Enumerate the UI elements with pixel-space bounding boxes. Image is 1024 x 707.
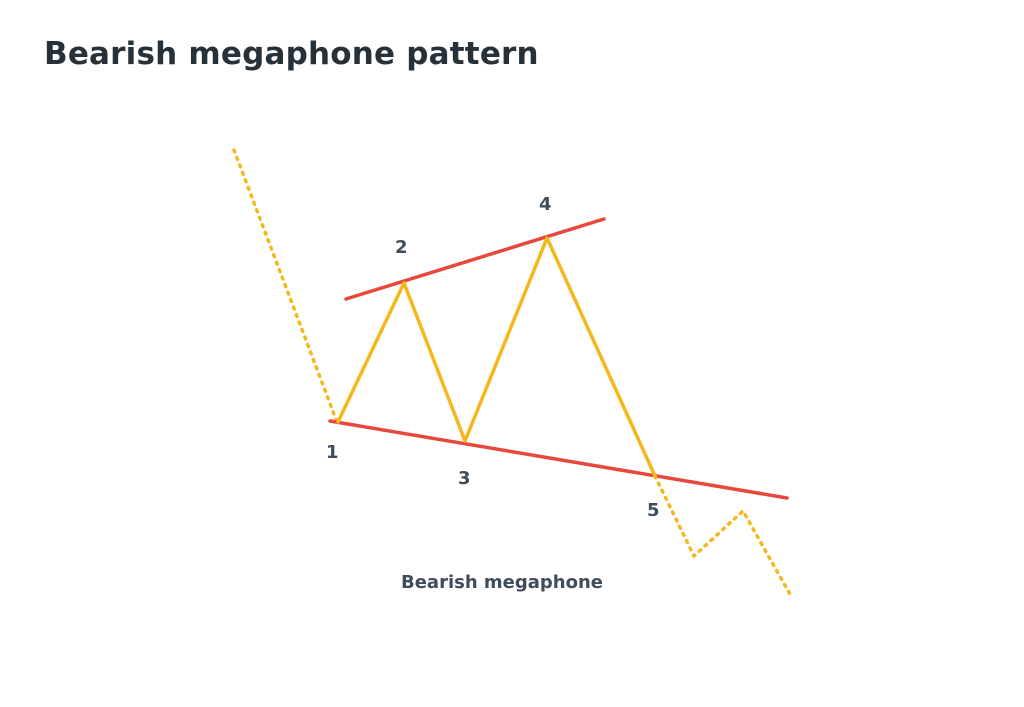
point-label-3: 3 bbox=[458, 468, 471, 489]
point-label-1: 1 bbox=[326, 442, 339, 463]
upper-trendline bbox=[344, 217, 606, 301]
breakout-continuation-line bbox=[653, 474, 793, 598]
point-label-2: 2 bbox=[395, 237, 408, 258]
lower-trendline bbox=[328, 419, 789, 500]
point-label-4: 4 bbox=[539, 194, 552, 215]
page-title: Bearish megaphone pattern bbox=[44, 36, 539, 72]
price-path-line bbox=[336, 236, 657, 478]
diagram-caption: Bearish megaphone bbox=[401, 572, 603, 593]
point-label-5: 5 bbox=[647, 500, 660, 521]
prior-downtrend-line bbox=[232, 148, 339, 424]
